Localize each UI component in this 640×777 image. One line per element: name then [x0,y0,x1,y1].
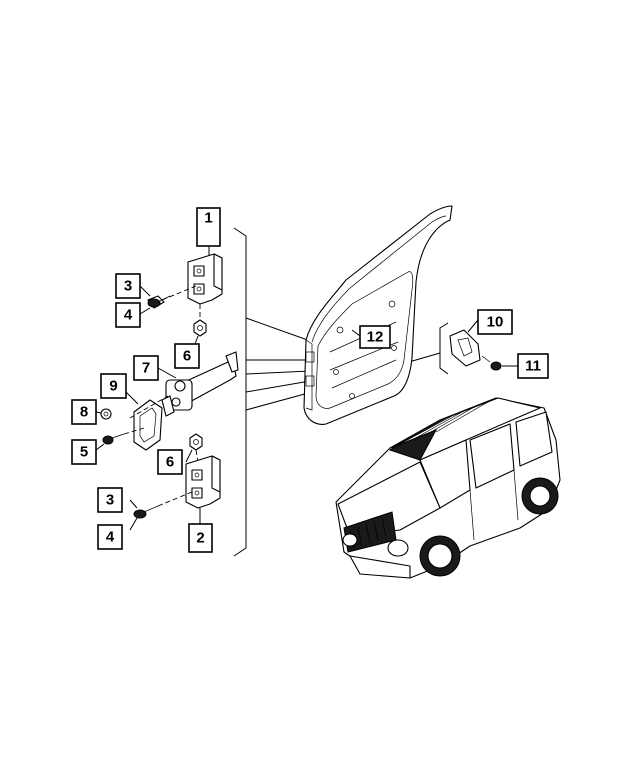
upper-hinge [187,253,223,305]
svg-text:4: 4 [124,307,133,324]
callout-11: 11 [517,353,549,379]
upper-hinge-bolt [147,295,171,309]
lower-hinge-bolt [133,505,159,519]
callout-3-lower: 3 [97,487,123,513]
lower-hinge [185,455,221,509]
lower-hinge-nut [189,433,203,451]
callout-4-upper: 4 [115,302,141,328]
svg-text:3: 3 [106,492,114,509]
upper-hinge-nut [193,319,207,337]
bracket-leader-lines [245,317,317,411]
callout-4-lower: 4 [97,524,123,550]
callout-10: 10 [477,309,513,335]
svg-text:6: 6 [166,454,174,471]
callout-2: 2 [188,523,213,553]
svg-text:9: 9 [109,378,117,395]
door-striker [449,329,481,367]
svg-text:8: 8 [80,404,88,421]
svg-text:1: 1 [204,210,212,227]
svg-text:6: 6 [183,348,191,365]
callout-9: 9 [100,373,127,399]
door-check-gasket [133,399,163,451]
svg-text:5: 5 [80,444,88,461]
callout-8: 8 [71,399,97,425]
callout-3-upper: 3 [115,273,141,299]
svg-text:10: 10 [487,314,504,331]
svg-text:11: 11 [525,358,541,375]
vehicle-illustration [335,397,561,579]
callout-6-lower: 6 [157,449,183,475]
striker-screw [481,355,502,371]
check-nut [100,408,112,420]
front-door-panel [303,205,453,425]
callout-6-upper: 6 [174,343,200,369]
check-bolt [102,433,125,445]
door-check-strap [161,351,239,417]
svg-text:3: 3 [124,278,132,295]
striker-bracket [439,322,449,375]
svg-text:2: 2 [196,530,204,547]
svg-text:12: 12 [367,329,384,346]
svg-text:4: 4 [106,529,115,546]
svg-text:7: 7 [142,360,150,377]
group-bracket [233,227,247,557]
callout-5: 5 [71,439,97,465]
callout-12: 12 [359,325,391,349]
callout-1: 1 [196,207,221,247]
callout-7: 7 [133,355,159,381]
